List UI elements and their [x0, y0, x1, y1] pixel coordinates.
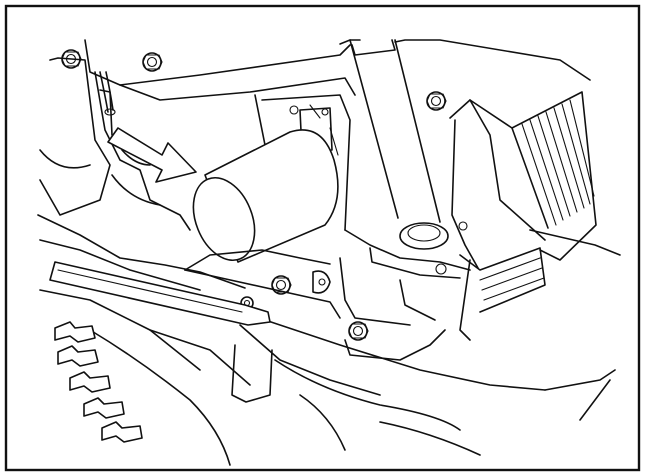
crankcase	[289, 99, 546, 361]
lower-plate	[184, 229, 621, 421]
cooling-fins	[459, 91, 597, 341]
frame-border	[4, 4, 641, 472]
bolt-icon	[142, 52, 163, 72]
oil-filter	[192, 129, 339, 263]
arrow-icon	[107, 127, 197, 183]
hose	[99, 71, 116, 116]
lever-bar	[49, 261, 271, 326]
oil-dipstick-tube	[349, 39, 449, 250]
bolt-icon	[426, 91, 447, 111]
blade-housing	[39, 289, 481, 466]
blade-teeth	[54, 321, 143, 443]
bolt-icon	[348, 321, 369, 341]
